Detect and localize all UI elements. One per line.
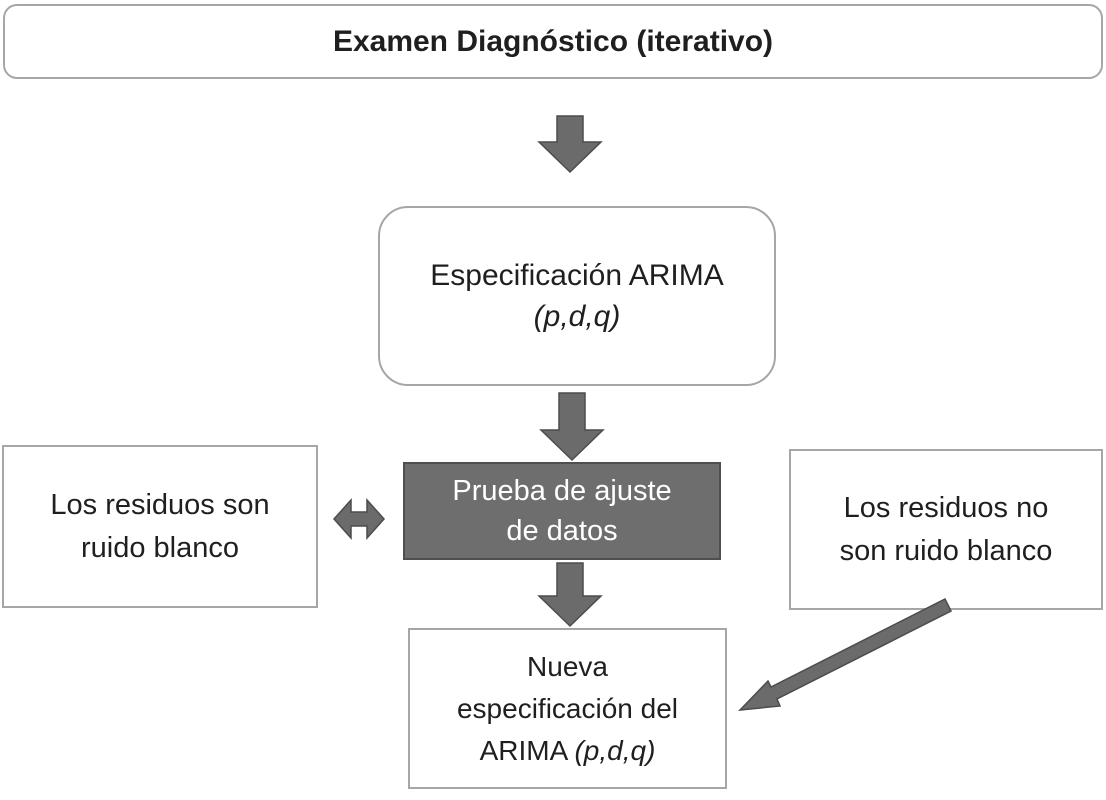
arrow-down-icon (537, 115, 603, 174)
node-residuos-son-line1: Los residuos son (50, 489, 270, 522)
node-prueba-de-ajuste: Prueba de ajuste de datos (403, 462, 721, 560)
node-nueva-line2: especificación del (456, 692, 679, 724)
node-residuos-son-ruido-blanco: Los residuos son ruido blanco (2, 445, 318, 608)
arrow-down-icon (539, 392, 605, 462)
node-prueba-line1: Prueba de ajuste (452, 474, 672, 507)
node-residuos-no-line1: Los residuos no (843, 492, 1049, 525)
node-nueva-especificacion: Nueva especificación del ARIMA (p,d,q) (408, 628, 727, 789)
node-nueva-line3: ARIMA (p,d,q) (480, 730, 656, 772)
arrow-diagonal-down-left-icon (738, 597, 953, 711)
node-examen-diagnostico: Examen Diagnóstico (iterativo) (3, 4, 1103, 79)
node-nueva-line3-plain: ARIMA (479, 734, 575, 766)
node-residuos-son-line2: ruido blanco (81, 531, 239, 564)
node-residuos-no-son-ruido-blanco: Los residuos no son ruido blanco (789, 449, 1103, 610)
arrow-left-right-icon (332, 498, 386, 540)
node-residuos-no-line2: son ruido blanco (839, 534, 1053, 567)
node-nueva-line1: Nueva (527, 650, 608, 682)
node-especificacion-line2: (p,d,q) (533, 300, 621, 333)
node-examen-diagnostico-label: Examen Diagnóstico (iterativo) (332, 24, 774, 58)
node-nueva-line3-italic: (p,d,q) (574, 734, 656, 766)
node-especificacion-arima: Especificación ARIMA (p,d,q) (378, 206, 776, 386)
node-prueba-line2: de datos (506, 515, 618, 547)
node-especificacion-line1: Especificación ARIMA (430, 258, 724, 292)
arrow-down-icon (537, 562, 603, 628)
